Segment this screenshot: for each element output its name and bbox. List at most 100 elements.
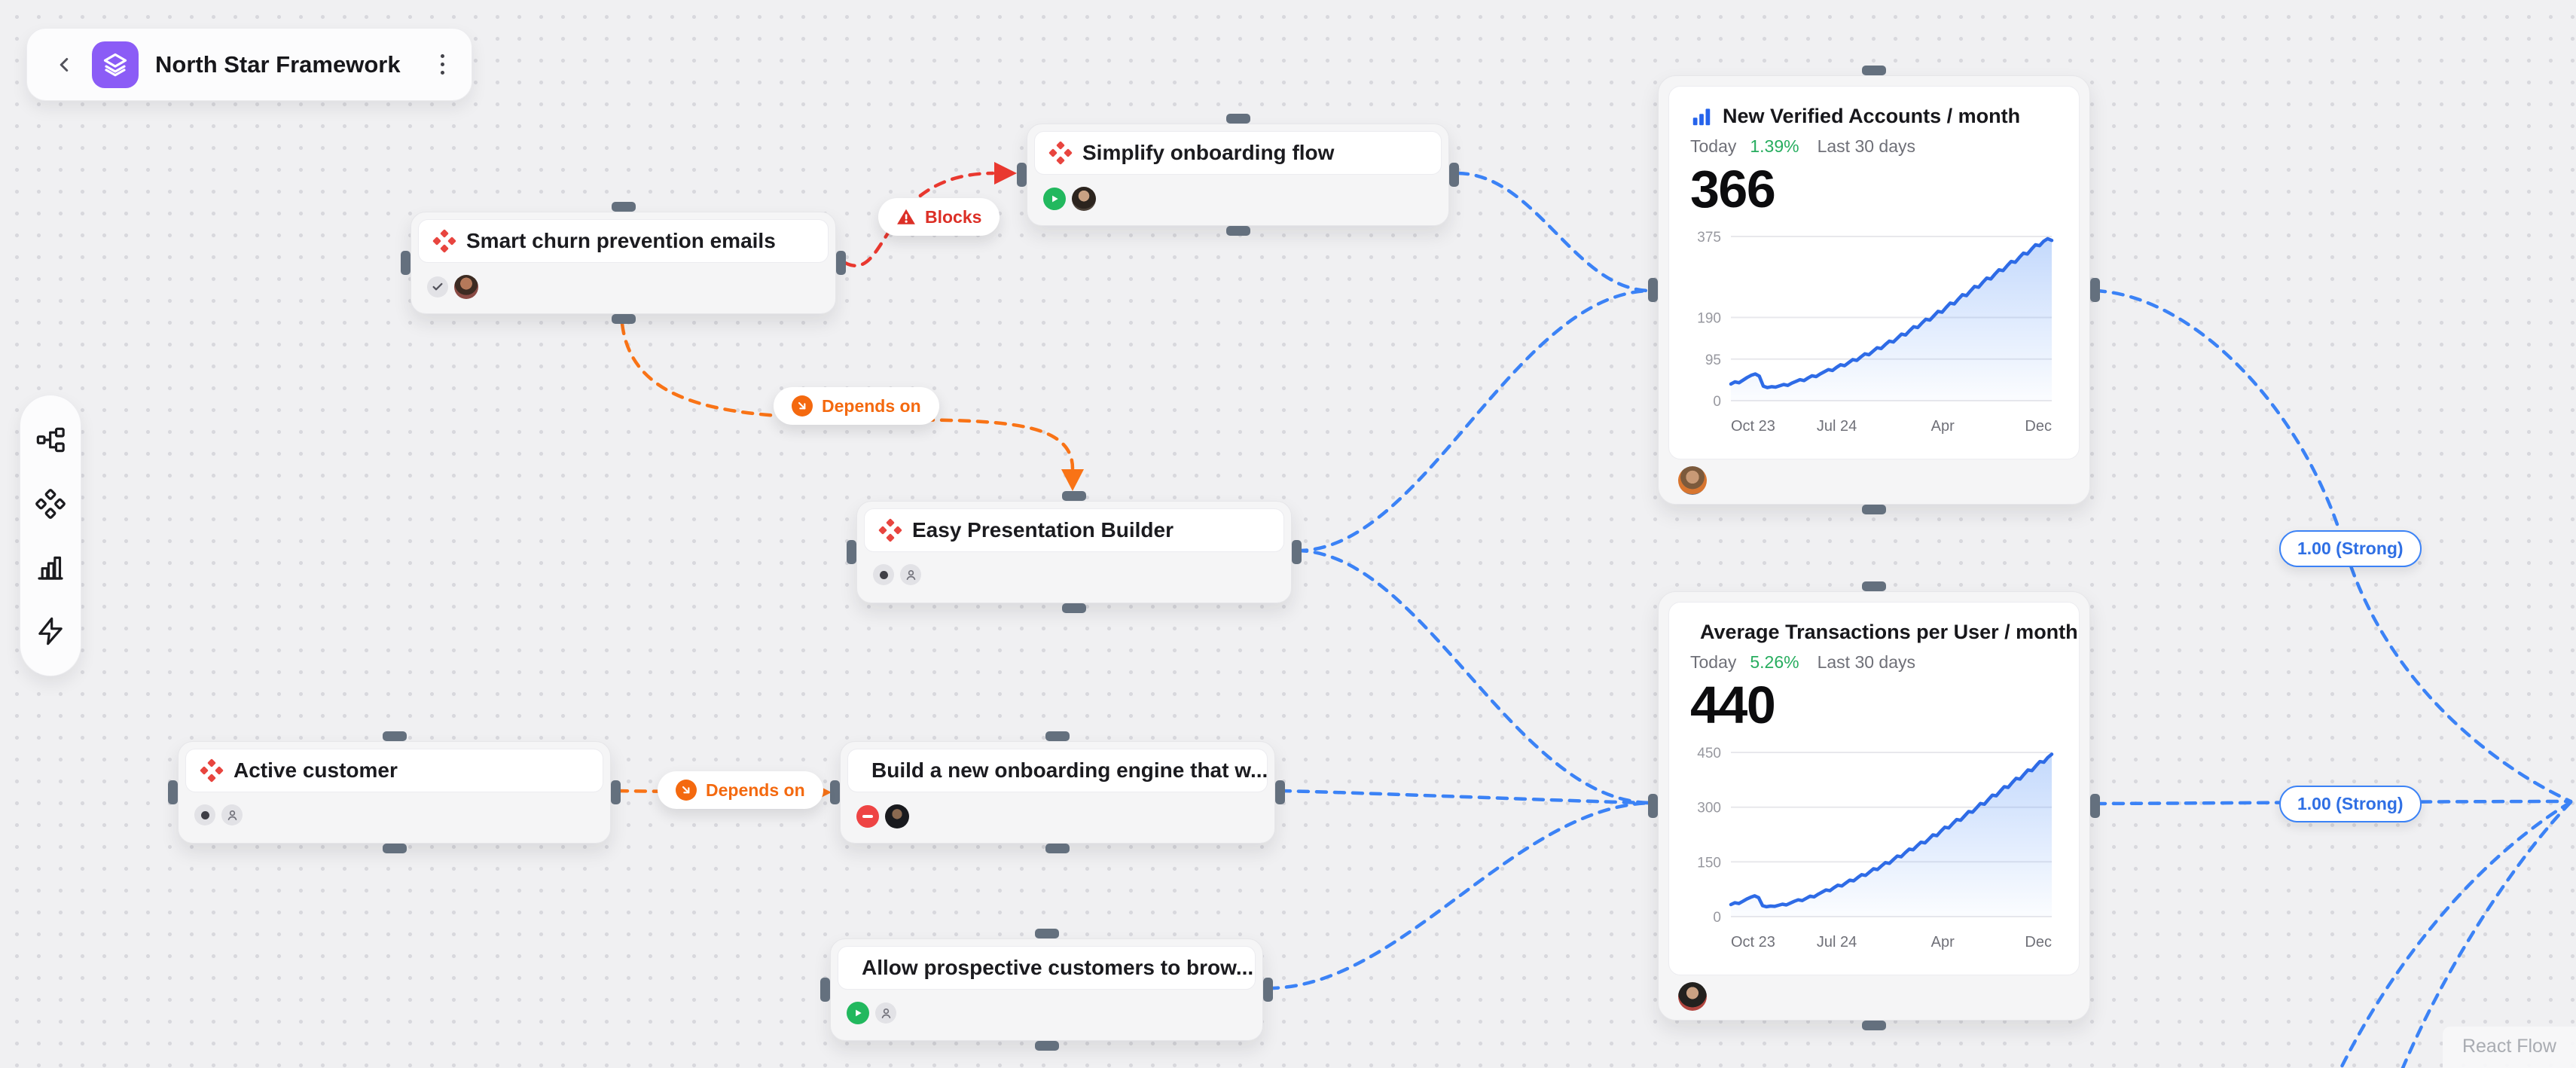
handle-left[interactable]	[168, 780, 178, 804]
handle-bottom[interactable]	[1225, 226, 1250, 236]
node-title: Allow prospective customers to brow...	[862, 956, 1254, 979]
handle-left[interactable]	[1648, 794, 1658, 818]
handle-bottom[interactable]	[1034, 1041, 1059, 1051]
handle-right[interactable]	[1292, 540, 1302, 564]
handle-right[interactable]	[1263, 978, 1273, 1002]
node-title-bar: Smart churn prevention emails	[418, 219, 829, 263]
node-onboarding-engine[interactable]: Build a new onboarding engine that w...	[830, 731, 1285, 853]
handle-bottom[interactable]	[611, 314, 636, 324]
handle-left[interactable]	[847, 540, 856, 564]
handle-bottom[interactable]	[1862, 505, 1886, 514]
handle-right[interactable]	[1449, 163, 1459, 187]
svg-text:190: 190	[1697, 311, 1721, 327]
person-badge	[221, 804, 243, 825]
bar-chart-icon	[38, 557, 63, 580]
svg-text:Apr: Apr	[1931, 934, 1955, 951]
metric-card-average-transactions[interactable]: Average Transactions per User / month To…	[1648, 581, 2100, 1030]
handle-bottom[interactable]	[1862, 1021, 1886, 1030]
arrow-down-right-circle-icon	[676, 780, 697, 801]
node-prospective-customers[interactable]: Allow prospective customers to brow...	[820, 929, 1273, 1051]
edge-label-depends-2[interactable]: Depends on	[658, 771, 823, 809]
react-flow-attribution[interactable]: React Flow	[2442, 1027, 2576, 1068]
toolbar-components-button[interactable]	[31, 484, 70, 523]
handle-top[interactable]	[1862, 581, 1886, 591]
edge-label-blocks[interactable]: Blocks	[878, 198, 1000, 236]
toolbar-workflow-button[interactable]	[31, 420, 70, 459]
arrow-down-right-circle-icon	[792, 395, 813, 417]
edge-easy-to-metric1[interactable]	[1295, 288, 1652, 553]
handle-right[interactable]	[2090, 278, 2100, 302]
handle-top[interactable]	[382, 731, 407, 741]
app-logo	[92, 41, 139, 88]
toolbar-charts-button[interactable]	[31, 548, 70, 587]
node-title: Smart churn prevention emails	[466, 229, 776, 252]
handle-left[interactable]	[1017, 163, 1027, 187]
handle-top[interactable]	[1062, 491, 1086, 501]
dot-badge	[873, 564, 894, 585]
node-title-bar: Allow prospective customers to brow...	[838, 946, 1256, 990]
menu-button[interactable]	[433, 47, 452, 82]
node-smart-churn-emails[interactable]: Smart churn prevention emails	[401, 202, 846, 324]
metric-value: 440	[1690, 676, 1776, 734]
edge-label-strength-1[interactable]: 1.00 (Strong)	[2279, 530, 2422, 567]
svg-text:Oct 23: Oct 23	[1731, 934, 1775, 951]
edge-simplify-to-metric1[interactable]	[1456, 171, 1652, 293]
toolbar-automations-button[interactable]	[31, 612, 70, 651]
edge-metric1-to-northstar[interactable]	[2093, 288, 2573, 804]
handle-bottom[interactable]	[1062, 603, 1086, 613]
svg-text:0: 0	[1713, 394, 1721, 410]
handle-bottom[interactable]	[1045, 844, 1070, 853]
edge-build-to-metric2[interactable]	[1278, 789, 1652, 805]
left-toolbar	[20, 395, 81, 676]
handle-bottom[interactable]	[382, 844, 407, 853]
edge-easy-to-metric2[interactable]	[1295, 548, 1652, 805]
edge-label-depends-1[interactable]: Depends on	[774, 387, 939, 425]
edge-blocks-arrowhead	[994, 162, 1017, 185]
svg-text:Dec: Dec	[2025, 418, 2052, 435]
handle-top[interactable]	[1034, 929, 1059, 938]
metric-card-new-verified-accounts[interactable]: New Verified Accounts / month Today 1.39…	[1648, 66, 2100, 514]
node-badges	[873, 564, 921, 585]
edge-depends-1[interactable]	[620, 322, 1075, 471]
avatar	[1072, 187, 1096, 211]
handle-right[interactable]	[2090, 794, 2100, 818]
handle-left[interactable]	[830, 780, 840, 804]
node-easy-presentation-builder[interactable]: Easy Presentation Builder	[847, 491, 1302, 613]
node-simplify-onboarding[interactable]: Simplify onboarding flow	[1017, 114, 1459, 236]
blue-bar-chart-icon	[1692, 108, 1711, 125]
handle-left[interactable]	[401, 251, 411, 275]
red-diamonds-component-icon	[432, 229, 456, 253]
handle-right[interactable]	[836, 251, 846, 275]
header-bar: North Star Framework	[26, 28, 472, 101]
handle-top[interactable]	[1045, 731, 1070, 741]
handle-right[interactable]	[611, 780, 621, 804]
handle-right[interactable]	[1275, 780, 1285, 804]
handle-left[interactable]	[820, 978, 830, 1002]
play-badge	[847, 1002, 869, 1024]
svg-text:375: 375	[1697, 230, 1721, 246]
workflow-icon	[36, 427, 65, 453]
edge-allow-to-metric2[interactable]	[1266, 801, 1652, 990]
metric-inner-card: Average Transactions per User / month To…	[1668, 602, 2080, 975]
range-label: Last 30 days	[1817, 136, 1916, 156]
edge-label-strength-2[interactable]: 1.00 (Strong)	[2279, 786, 2422, 822]
handle-left[interactable]	[1648, 278, 1658, 302]
metric-value: 366	[1690, 160, 1776, 218]
edge-blocks[interactable]	[843, 171, 995, 267]
edge-offscreen-2[interactable]	[2401, 800, 2573, 1068]
node-title-bar: Simplify onboarding flow	[1034, 131, 1442, 175]
play-badge	[1043, 188, 1066, 210]
person-badge	[875, 1002, 896, 1024]
edge-offscreen-1[interactable]	[2339, 800, 2573, 1068]
node-title: Build a new onboarding engine that w...	[871, 758, 1268, 782]
back-button[interactable]	[38, 38, 90, 91]
node-active-customer[interactable]: Active customer	[168, 731, 621, 853]
handle-top[interactable]	[1862, 66, 1886, 75]
edge-label-text: Blocks	[925, 206, 982, 227]
red-diamonds-component-icon	[878, 518, 902, 542]
handle-top[interactable]	[611, 202, 636, 212]
handle-top[interactable]	[1225, 114, 1250, 124]
